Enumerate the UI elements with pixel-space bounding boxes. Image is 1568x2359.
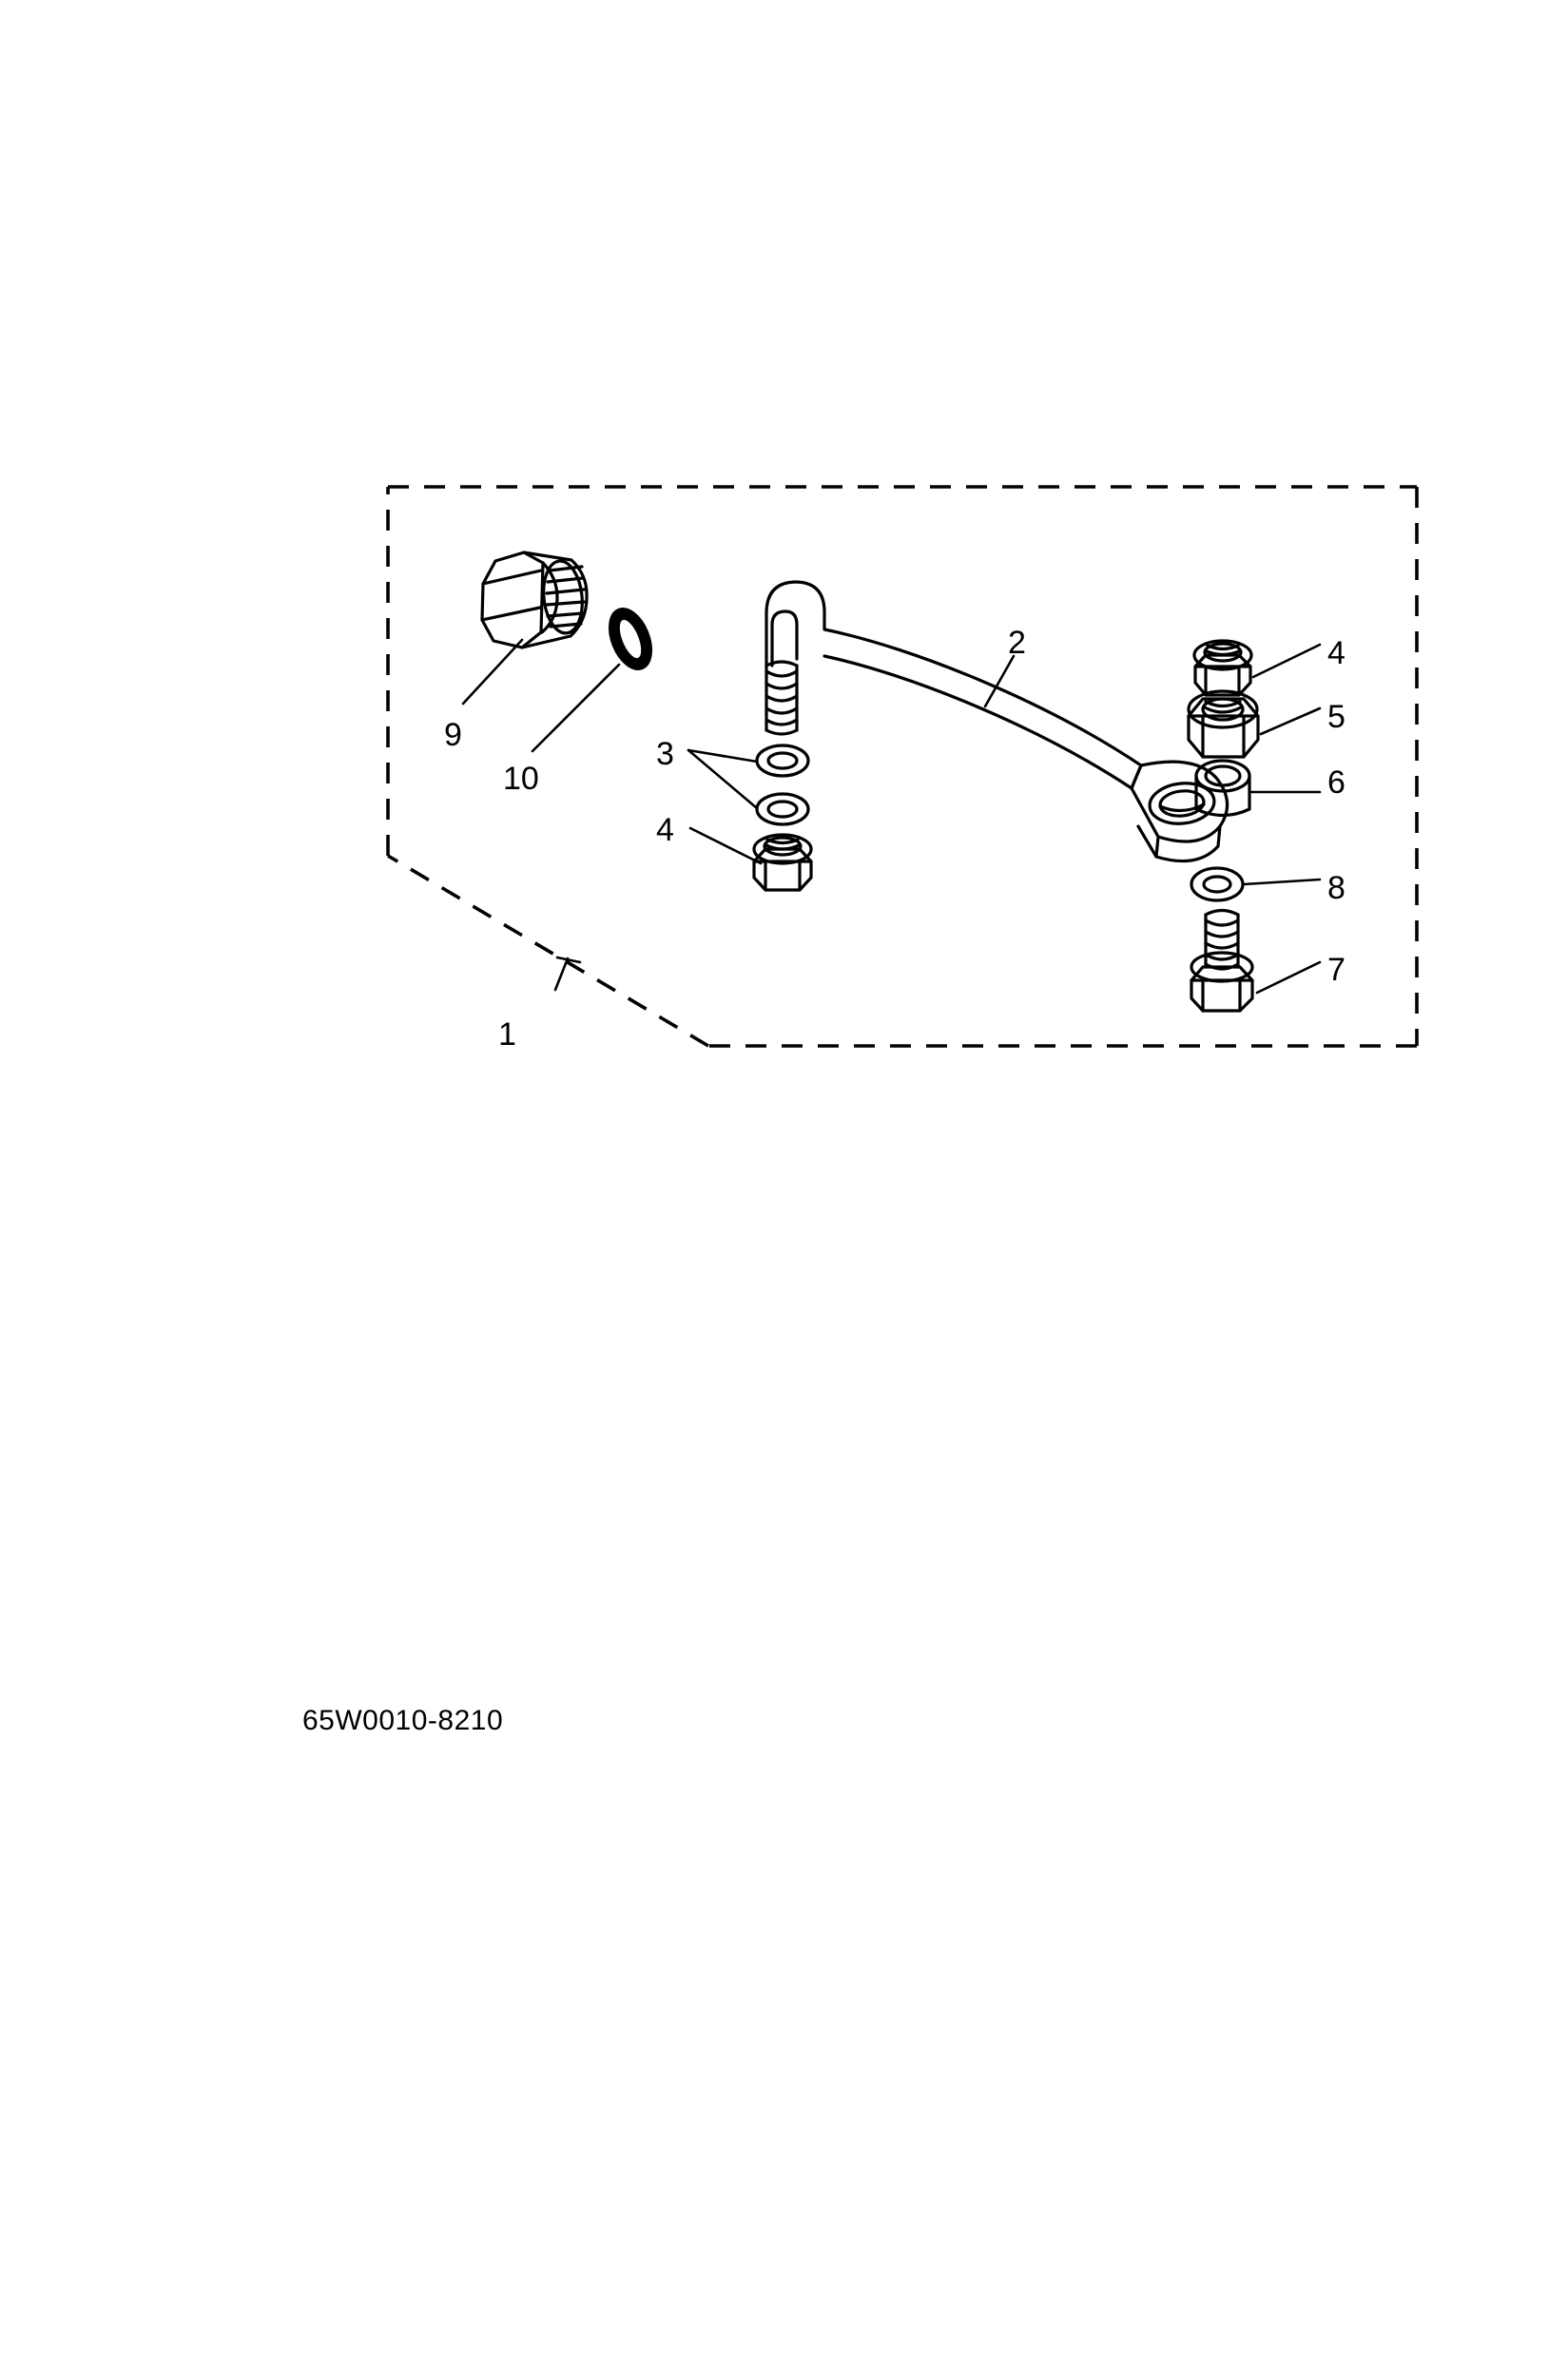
- callout-7: 7: [1327, 952, 1345, 988]
- part-10-o-ring: [608, 608, 653, 670]
- part-4-self-locking-nut-left: [752, 833, 813, 892]
- part-9-threaded-collar-nut: [480, 551, 589, 649]
- part-3-washer-upper: [755, 744, 810, 778]
- callout-5: 5: [1327, 699, 1345, 735]
- leader-lines: [461, 638, 1322, 995]
- part-7-hex-bolt: [1190, 908, 1254, 1013]
- callout-2: 2: [1008, 625, 1026, 661]
- assembly-boundary: [386, 485, 1419, 1048]
- callout-3: 3: [656, 736, 674, 772]
- part-4-self-locking-nut-right: [1192, 639, 1253, 697]
- callout-8: 8: [1327, 870, 1345, 906]
- figure-code-caption: 65W0010-8210: [302, 1705, 504, 1736]
- part-2-steering-guide-rod: [765, 580, 1229, 863]
- part-5-hex-nut: [1187, 689, 1260, 759]
- callout-4-right: 4: [1327, 635, 1345, 671]
- callout-10: 10: [503, 761, 539, 797]
- callout-4-left: 4: [656, 812, 674, 848]
- part-3-washer-lower: [755, 792, 810, 826]
- callout-6: 6: [1327, 764, 1345, 801]
- part-8-flat-washer: [1190, 866, 1245, 902]
- callout-1: 1: [498, 1016, 516, 1053]
- callout-9: 9: [444, 717, 462, 753]
- part-6-collar-bushing: [1194, 759, 1251, 818]
